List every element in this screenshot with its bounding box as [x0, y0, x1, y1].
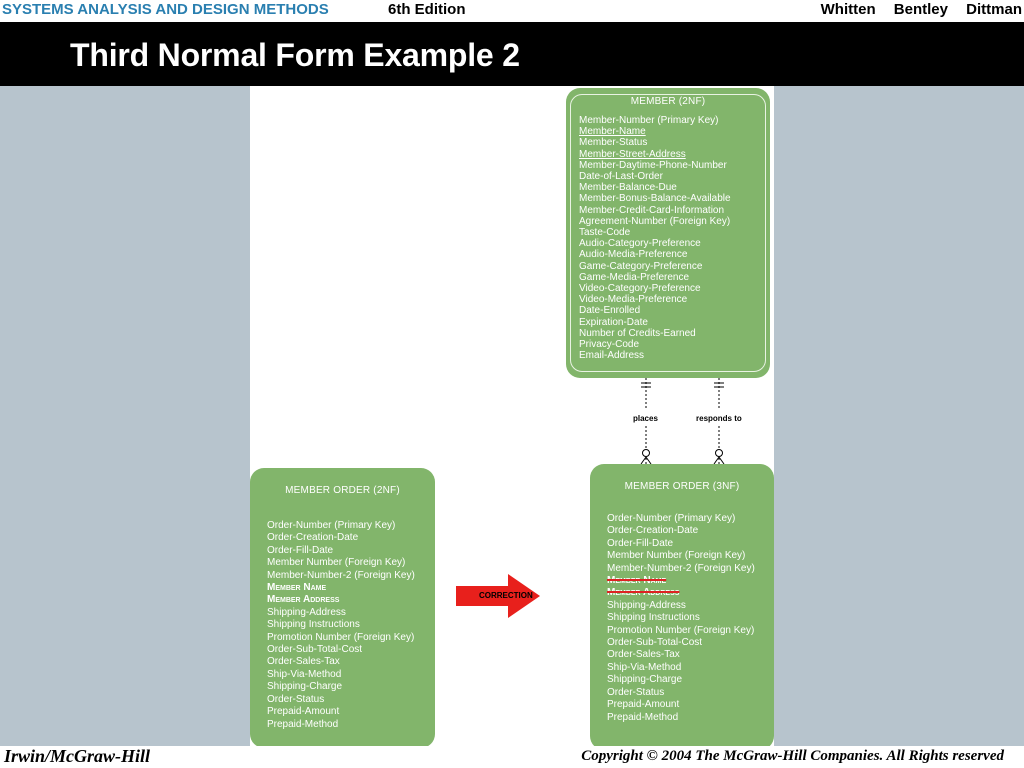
attribute: Member Number (Foreign Key)	[607, 550, 746, 562]
entity-name: MEMBER ORDER (2NF)	[285, 485, 400, 496]
attribute-list: Order-Number (Primary Key) Order-Creatio…	[607, 513, 755, 724]
title-bar: Third Normal Form Example 2	[0, 22, 1024, 86]
attribute: Ship-Via-Method	[267, 668, 342, 680]
attribute: Order-Status	[267, 693, 325, 705]
attribute: Expiration-Date	[579, 316, 648, 328]
slide-header: SYSTEMS ANALYSIS AND DESIGN METHODS 6th …	[0, 0, 1024, 22]
attribute: Privacy-Code	[579, 339, 640, 351]
attribute: Audio-Category-Preference	[579, 238, 701, 250]
entity-member-order-3nf: MEMBER ORDER (3NF) Order-Number (Primary…	[590, 464, 774, 750]
attribute: Member-Number (Primary Key)	[579, 115, 719, 126]
attribute: Promotion Number (Foreign Key)	[267, 631, 415, 643]
correction-label: CORRECTION	[479, 591, 533, 600]
attribute: Shipping-Address	[267, 606, 346, 618]
erd-figure: MEMBER (2NF) Member-Number (Primary Key)…	[250, 86, 774, 750]
entity-inner-border	[570, 94, 766, 372]
publisher: Irwin/McGraw-Hill	[4, 746, 151, 766]
entity-member-order-2nf: MEMBER ORDER (2NF) Order-Number (Primary…	[250, 468, 435, 748]
attribute: Prepaid-Method	[607, 711, 679, 723]
attribute: Game-Category-Preference	[579, 260, 703, 272]
attribute: Member-Credit-Card-Information	[579, 204, 725, 216]
relationship-label-responds-to: responds to	[696, 414, 742, 423]
author-2: Bentley	[893, 1, 948, 18]
attribute: Shipping-Address	[607, 599, 686, 611]
attribute: Promotion Number (Foreign Key)	[607, 624, 755, 636]
attribute: Video-Category-Preference	[579, 283, 701, 295]
attribute: Order-Status	[607, 686, 665, 698]
attribute: Prepaid-Method	[267, 718, 339, 730]
attribute: Order-Creation-Date	[267, 532, 359, 544]
attribute: Audio-Media-Preference	[579, 249, 688, 261]
copyright: Copyright © 2004 The McGraw-Hill Compani…	[581, 748, 1004, 764]
attribute: Order-Sales-Tax	[607, 649, 680, 661]
relationship-responds-line	[713, 378, 725, 465]
entity-member-2nf: MEMBER (2NF) Member-Number (Primary Key)…	[566, 88, 770, 378]
author-1: Whitten	[820, 1, 876, 18]
relationship-label-places: places	[633, 414, 658, 423]
attribute: Prepaid-Amount	[607, 699, 680, 711]
attribute: Order-Number (Primary Key)	[267, 520, 396, 531]
attribute-transitive: Member Name	[267, 582, 327, 594]
attribute: Shipping-Charge	[607, 674, 683, 686]
entity-name: MEMBER ORDER (3NF)	[624, 481, 740, 492]
attribute-removed: Member Address	[607, 587, 680, 599]
attribute: Order-Sub-Total-Cost	[267, 644, 363, 656]
attribute-list: Member-Number (Primary Key) Member-Name …	[579, 115, 731, 361]
attribute: Shipping Instructions	[607, 612, 700, 624]
attribute: Member-Status	[579, 137, 648, 149]
attribute: Date-Enrolled	[579, 305, 641, 317]
attribute: Email-Address	[579, 350, 645, 362]
attribute-transitive: Member Address	[267, 594, 340, 606]
attribute: Date-of-Last-Order	[579, 171, 663, 183]
attribute-list: Order-Number (Primary Key) Order-Creatio…	[267, 520, 415, 731]
attribute: Game-Media-Preference	[579, 271, 690, 283]
attribute: Number of Credits-Earned	[579, 327, 696, 339]
attribute: Member-Number-2 (Foreign Key)	[607, 562, 755, 574]
edition-label: 6th Edition	[388, 1, 466, 18]
attribute: Taste-Code	[579, 227, 631, 239]
attribute: Order-Number (Primary Key)	[607, 513, 736, 524]
attribute: Member Number (Foreign Key)	[267, 557, 406, 569]
attribute: Member-Balance-Due	[579, 182, 677, 194]
attribute: Ship-Via-Method	[607, 661, 682, 673]
relationship-lines	[640, 378, 725, 465]
attribute: Video-Media-Preference	[579, 294, 688, 306]
attribute: Prepaid-Amount	[267, 706, 340, 718]
attribute: Member-Name	[579, 126, 646, 138]
attribute: Member-Bonus-Balance-Available	[579, 193, 731, 205]
correction-arrow	[456, 574, 540, 618]
attribute: Order-Sub-Total-Cost	[607, 637, 703, 649]
attribute: Member-Street-Address	[579, 148, 686, 160]
attribute-removed: Member Name	[607, 575, 667, 587]
authors: Whitten Bentley Dittman	[807, 0, 1022, 20]
relationship-places-line	[640, 378, 652, 465]
attribute: Order-Sales-Tax	[267, 656, 340, 668]
slide-footer: Irwin/McGraw-Hill Copyright © 2004 The M…	[0, 746, 1024, 768]
book-title: SYSTEMS ANALYSIS AND DESIGN METHODS	[2, 1, 329, 18]
attribute: Order-Fill-Date	[607, 537, 674, 549]
slide-title: Third Normal Form Example 2	[70, 37, 520, 73]
attribute: Shipping-Charge	[267, 681, 343, 693]
author-3: Dittman	[966, 1, 1022, 18]
attribute: Order-Fill-Date	[267, 544, 334, 556]
attribute: Member-Daytime-Phone-Number	[579, 159, 727, 171]
attribute: Order-Creation-Date	[607, 525, 699, 537]
attribute: Agreement-Number (Foreign Key)	[579, 215, 731, 227]
attribute: Member-Number-2 (Foreign Key)	[267, 569, 415, 581]
attribute: Shipping Instructions	[267, 619, 360, 631]
entity-name: MEMBER (2NF)	[630, 96, 706, 107]
